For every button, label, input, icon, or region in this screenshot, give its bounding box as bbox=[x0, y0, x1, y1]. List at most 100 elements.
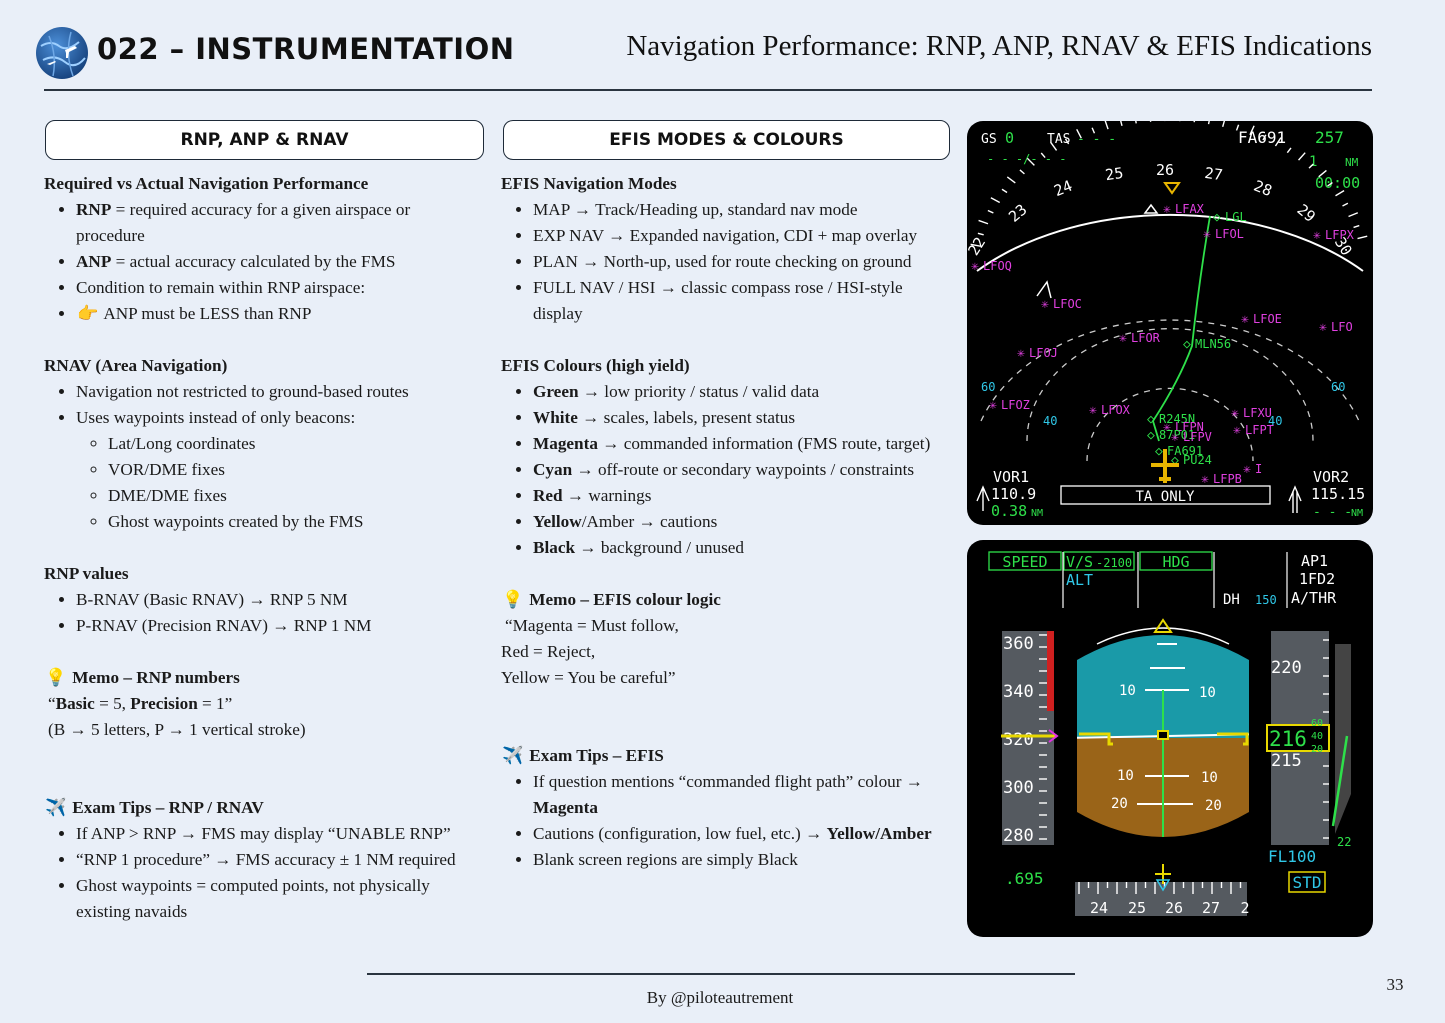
speed-tick-label: 360 bbox=[1003, 634, 1034, 654]
waypoint-symbol-icon: ◇ bbox=[1147, 412, 1155, 427]
heading-tick bbox=[1040, 152, 1046, 159]
waypoint-symbol-icon: ✳ bbox=[1163, 420, 1171, 435]
fma-hdg-box bbox=[1139, 551, 1213, 571]
page-number: 33 bbox=[1386, 975, 1404, 994]
waypoint-symbol-icon: ✳ bbox=[1233, 423, 1241, 438]
waypoint-label: LFPN bbox=[1175, 420, 1204, 434]
navigation-display: GS 0 TAS - - - - - -/- - - FA691 257 1 N… bbox=[967, 121, 1373, 525]
altitude-drum: 20 bbox=[1311, 744, 1323, 755]
heading-tick bbox=[978, 219, 989, 225]
heading-memo-rnp: 💡 Memo – RNP numbers bbox=[44, 665, 474, 691]
list-item: Ghost waypoints = computed points, not p… bbox=[76, 873, 474, 925]
colour-term: Magenta bbox=[533, 434, 598, 453]
range-label: 60 bbox=[1331, 380, 1345, 394]
ap-status: AP1 bbox=[1301, 552, 1328, 570]
baro-box bbox=[1288, 871, 1326, 893]
efis-colours-list: Green → low priority / status / valid da… bbox=[501, 379, 953, 561]
heading-tick-label: 25 bbox=[1128, 899, 1146, 917]
byline: By @piloteautrement bbox=[646, 988, 794, 1007]
heading-tick bbox=[987, 209, 994, 214]
pitch-label: 20 bbox=[1205, 798, 1222, 814]
colour-term: Black bbox=[533, 538, 576, 557]
memo-text: = 5, bbox=[94, 694, 131, 713]
waypoint-label: LFAX bbox=[1175, 202, 1205, 216]
column-efis: EFIS Navigation Modes MAP → Track/Headin… bbox=[501, 171, 953, 873]
waypoint-symbol-icon: ✳ bbox=[989, 398, 997, 413]
fma-vs: V/S bbox=[1066, 553, 1093, 571]
waypoint-label: MLN56 bbox=[1195, 337, 1231, 351]
speed-target-bug bbox=[1048, 729, 1059, 743]
athr-status: A/THR bbox=[1291, 589, 1337, 607]
compass-arc bbox=[976, 213, 1364, 272]
track-arrow bbox=[1143, 203, 1159, 214]
dh-value: 150 bbox=[1255, 593, 1277, 607]
waypoint-label: 87P01 bbox=[1159, 428, 1195, 442]
vor2-label: VOR2 bbox=[1313, 468, 1349, 486]
heading-tick bbox=[1207, 121, 1210, 125]
heading-tick bbox=[1262, 134, 1267, 141]
list-item: Navigation not restricted to ground-base… bbox=[76, 379, 474, 405]
heading-memo-efis: 💡 Memo – EFIS colour logic bbox=[501, 587, 953, 613]
colour-term: Yellow bbox=[533, 512, 582, 531]
footer-divider bbox=[367, 973, 1075, 975]
fma-speed: SPEED bbox=[1002, 553, 1047, 571]
distance-value: 257 bbox=[1315, 128, 1344, 147]
list-item: DME/DME fixes bbox=[108, 483, 474, 509]
speed-tape bbox=[1002, 631, 1054, 845]
waypoint-symbol-icon: ✳ bbox=[1017, 346, 1025, 361]
heading-tick bbox=[1019, 169, 1025, 175]
waypoint-label: LFOL bbox=[1215, 227, 1244, 241]
waypoint-label: LFO bbox=[1331, 320, 1353, 334]
heading-tick bbox=[1335, 190, 1345, 197]
route-line bbox=[1152, 215, 1211, 442]
list-item: “RNP 1 procedure” → FMS accuracy ± 1 NM … bbox=[76, 847, 474, 873]
heading-tick bbox=[1249, 125, 1255, 136]
list-item: B-RNAV (Basic RNAV) → RNP 5 NM bbox=[76, 587, 474, 613]
altitude-drum: 40 bbox=[1311, 731, 1323, 742]
range-arc-outer bbox=[980, 319, 1360, 422]
distance-small: 1 bbox=[1309, 154, 1317, 170]
heading-tick bbox=[1149, 121, 1152, 122]
fma-dividers bbox=[1062, 552, 1288, 608]
memo-title: Memo – RNP numbers bbox=[72, 668, 240, 687]
waypoint-symbol-icon: ✳ bbox=[1231, 406, 1239, 421]
flight-id: FA691 bbox=[1238, 128, 1286, 147]
altitude-tick-label: 215 bbox=[1271, 751, 1302, 771]
section-title-efis: EFIS MODES & COLOURS bbox=[503, 120, 950, 160]
heading-tick-label: 26 bbox=[1165, 899, 1183, 917]
heading-tick-label: 25 bbox=[1104, 164, 1124, 184]
heading-tick bbox=[1006, 176, 1016, 184]
lightbulb-icon: 💡 bbox=[45, 668, 67, 687]
heading-tick bbox=[1026, 157, 1035, 166]
list-item: If question mentions “commanded flight p… bbox=[533, 769, 953, 821]
item-text: → off-route or secondary waypoints / con… bbox=[572, 460, 915, 479]
heading-rnav: RNAV (Area Navigation) bbox=[44, 356, 228, 375]
heading-tick bbox=[1308, 163, 1314, 169]
speed-tick-label: 300 bbox=[1003, 778, 1034, 798]
waypoint-symbol-icon: ◇ bbox=[1171, 453, 1179, 468]
altitude-readout-box bbox=[1266, 724, 1330, 752]
item-text: Cautions (configuration, low fuel, etc.)… bbox=[533, 824, 827, 843]
waypoint-symbol-icon: ✳ bbox=[1201, 472, 1209, 487]
fma-vs-box bbox=[1063, 551, 1135, 571]
efis-modes-list: MAP → Track/Heading up, standard nav mod… bbox=[501, 197, 953, 327]
airplane-icon: ✈️ bbox=[502, 746, 524, 765]
column-rnp: Required vs Actual Navigation Performanc… bbox=[44, 171, 474, 925]
heading-efis-colours: EFIS Colours (high yield) bbox=[501, 356, 690, 375]
waypoint-label: I bbox=[1255, 462, 1262, 476]
item-text: Blank screen regions are simply Black bbox=[533, 850, 798, 869]
heading-exam-tips-efis: ✈️ Exam Tips – EFIS bbox=[501, 743, 953, 769]
heading-tick-label: 24 bbox=[1051, 177, 1074, 200]
vor1-arrow-icon bbox=[976, 485, 990, 511]
list-item: EXP NAV → Expanded navigation, CDI + map… bbox=[533, 223, 953, 249]
term-rnp: RNP bbox=[76, 200, 112, 219]
memo-text: = 1” bbox=[197, 694, 233, 713]
tips-title: Exam Tips – EFIS bbox=[529, 746, 664, 765]
heading-rnp-anp: Required vs Actual Navigation Performanc… bbox=[44, 174, 369, 193]
primary-flight-display: SPEED V/S -2100 HDG ALT DH 150 AP1 1FD2 … bbox=[967, 540, 1373, 937]
tips-list: If ANP > RNP → FMS may display “UNABLE R… bbox=[44, 821, 474, 925]
selected-heading-bug bbox=[1163, 182, 1181, 195]
colour-term: Red bbox=[533, 486, 563, 505]
aircraft-symbol bbox=[1151, 449, 1179, 483]
